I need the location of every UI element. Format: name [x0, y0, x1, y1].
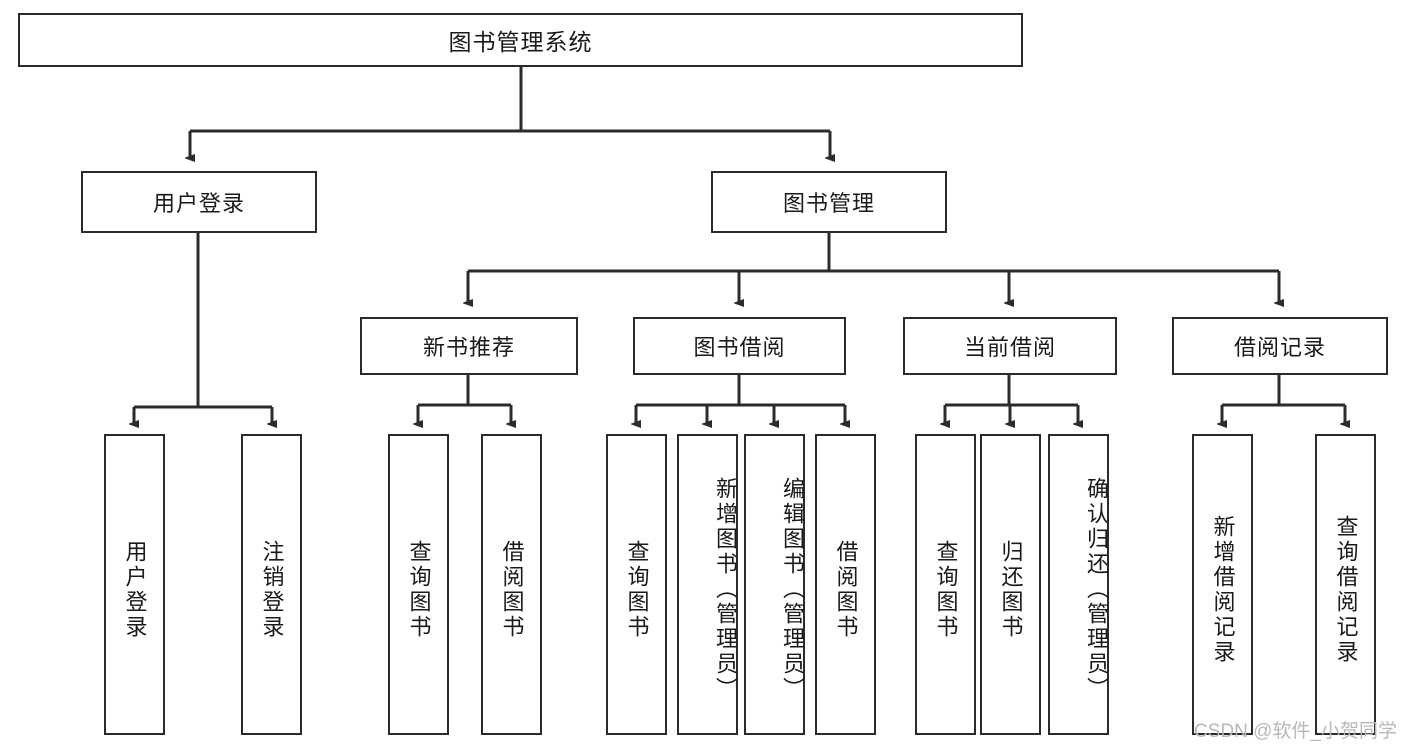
node-borrow-record[interactable]: 借阅记录 — [1172, 317, 1388, 375]
leaf-record-add-record[interactable]: 新增借阅记录 — [1192, 434, 1253, 735]
node-label: 注销登录 — [259, 539, 285, 640]
leaf-user-login-signin[interactable]: 用户登录 — [104, 434, 165, 735]
leaf-borrow-add-book-admin[interactable]: 新增图书（管理员） — [677, 434, 738, 735]
leaf-current-confirm-return-admin[interactable]: 确认归还（管理员） — [1048, 434, 1109, 735]
node-label: 新增图书（管理员） — [713, 477, 738, 702]
leaf-user-login-signout[interactable]: 注销登录 — [241, 434, 302, 735]
node-label: 用户登录 — [152, 191, 245, 216]
node-label: 查询图书 — [406, 539, 432, 640]
node-label: 查询图书 — [933, 539, 959, 640]
leaf-recommend-borrow-book[interactable]: 借阅图书 — [481, 434, 542, 735]
node-label: 借阅记录 — [1233, 335, 1326, 360]
node-label: 借阅图书 — [499, 539, 525, 640]
node-label: 用户登录 — [122, 539, 148, 640]
node-label: 当前借阅 — [963, 335, 1056, 360]
leaf-record-query-record[interactable]: 查询借阅记录 — [1315, 434, 1376, 735]
leaf-current-query-book[interactable]: 查询图书 — [915, 434, 976, 735]
node-label: 图书借阅 — [693, 335, 786, 360]
leaf-recommend-query-book[interactable]: 查询图书 — [388, 434, 449, 735]
node-label: 归还图书 — [998, 539, 1024, 640]
node-new-book-recommend[interactable]: 新书推荐 — [360, 317, 578, 375]
node-book-borrow[interactable]: 图书借阅 — [633, 317, 846, 375]
node-label: 新书推荐 — [422, 335, 515, 360]
node-label: 图书管理 — [782, 191, 875, 216]
node-book-management[interactable]: 图书管理 — [711, 171, 947, 233]
leaf-borrow-borrow-book[interactable]: 借阅图书 — [815, 434, 876, 735]
node-label: 编辑图书（管理员） — [780, 477, 805, 702]
node-user-login[interactable]: 用户登录 — [81, 171, 317, 233]
node-root-system[interactable]: 图书管理系统 — [18, 13, 1023, 67]
csdn-watermark: CSDN @软件_小贺同学 — [1194, 721, 1397, 742]
leaf-current-return-book[interactable]: 归还图书 — [980, 434, 1041, 735]
node-label: 借阅图书 — [833, 539, 859, 640]
node-current-borrow[interactable]: 当前借阅 — [903, 317, 1117, 375]
node-label: 新增借阅记录 — [1210, 514, 1236, 665]
leaf-borrow-edit-book-admin[interactable]: 编辑图书（管理员） — [744, 434, 805, 735]
node-label: 图书管理系统 — [448, 29, 593, 55]
node-label: 确认归还（管理员） — [1084, 477, 1109, 702]
leaf-borrow-query-book[interactable]: 查询图书 — [606, 434, 667, 735]
node-label: 查询借阅记录 — [1333, 514, 1359, 665]
node-label: 查询图书 — [624, 539, 650, 640]
